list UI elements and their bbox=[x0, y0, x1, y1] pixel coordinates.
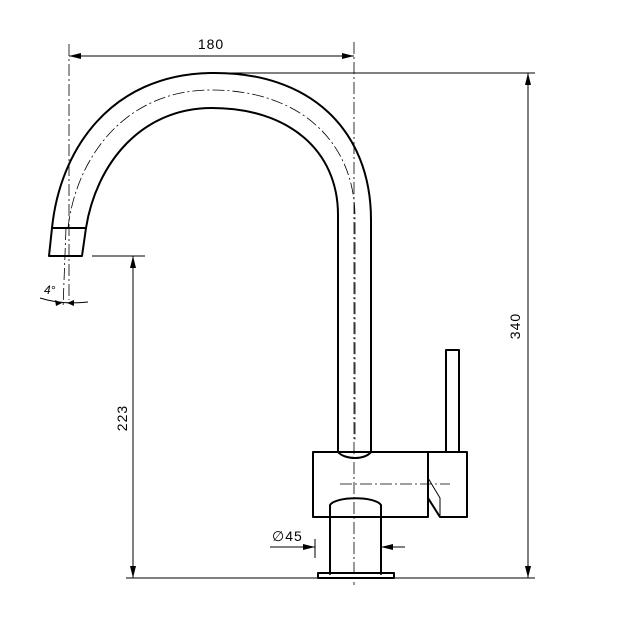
dim-spout-angle-label: 4° bbox=[44, 283, 56, 297]
handle-block bbox=[427, 451, 468, 518]
mixer-body bbox=[312, 451, 429, 518]
riser-joint bbox=[337, 451, 372, 459]
dim-spout-height-label: 223 bbox=[114, 405, 130, 431]
base-shank bbox=[329, 497, 382, 575]
spout-centerline bbox=[67, 89, 356, 442]
centerlines bbox=[62, 42, 450, 585]
handle-lever bbox=[445, 349, 460, 453]
dim-total-height-label: 340 bbox=[507, 313, 523, 339]
dimension-base-diameter: ∅45 bbox=[270, 528, 405, 558]
dim-base-diameter-label: ∅45 bbox=[272, 528, 303, 544]
dimension-reach: 180 bbox=[69, 36, 354, 59]
nozzle-axis-line bbox=[62, 227, 67, 309]
dimension-total-height: 340 bbox=[225, 72, 535, 579]
dimension-spout-angle: 4° bbox=[39, 283, 89, 306]
base-flange bbox=[317, 572, 395, 579]
handle-slope bbox=[427, 477, 441, 517]
faucet-outline bbox=[48, 71, 468, 579]
dimension-spout-height: 223 bbox=[92, 255, 228, 579]
dim-reach-label: 180 bbox=[198, 36, 224, 52]
spout-inner-edge bbox=[85, 107, 339, 453]
spout-nozzle bbox=[48, 227, 87, 257]
spout-outer-edge bbox=[51, 71, 372, 453]
